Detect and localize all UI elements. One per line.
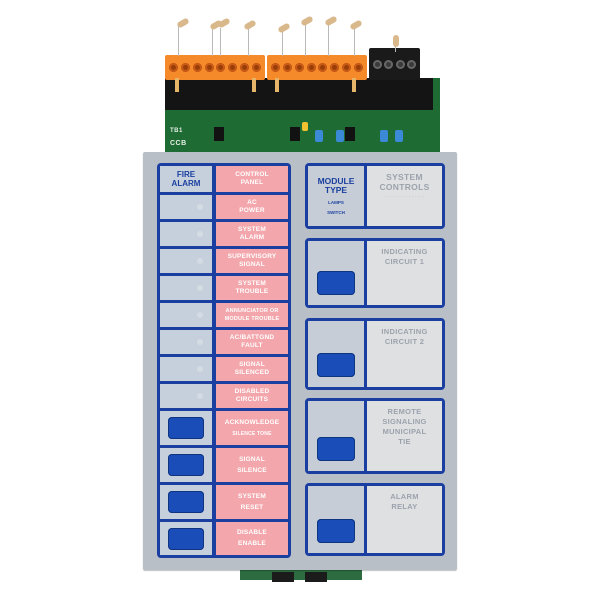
signal-silence-button[interactable] (168, 454, 204, 476)
system-reset-button[interactable] (168, 491, 204, 513)
transistor (345, 127, 355, 141)
capacitor-yellow (302, 122, 308, 131)
indicator-lamp (197, 393, 203, 399)
pin-header-strip (165, 78, 433, 110)
indicator-lamp (197, 285, 203, 291)
orange-terminal-block-1 (165, 55, 265, 80)
indicator-lamp (197, 204, 203, 210)
capacitor (380, 130, 388, 142)
capacitor (395, 130, 403, 142)
indicator-lamp (197, 312, 203, 318)
indicator-lamp (197, 231, 203, 237)
disable-enable-button[interactable] (168, 527, 204, 550)
silkscreen-label: CCB (170, 140, 187, 147)
orange-terminal-block-2 (267, 55, 367, 80)
ribbon-connector (240, 570, 362, 580)
connector-block (305, 572, 327, 582)
transistor (214, 127, 224, 141)
transistor (290, 127, 300, 141)
module-type-cell: MODULE TYPE LAMPS SWITCH (308, 166, 364, 226)
indicator-lamp (197, 339, 203, 345)
terminal-pin (175, 78, 179, 92)
header-row: FIRE ALARM CONTROL PANEL (160, 166, 288, 192)
resistor (393, 35, 399, 47)
terminal-pin (252, 78, 256, 92)
indicator-lamp (197, 366, 203, 372)
resistor (176, 17, 190, 29)
resistor (243, 19, 257, 31)
module-type-header: MODULE TYPE LAMPS SWITCH SYSTEM CONTROLS… (305, 163, 445, 229)
resistor (277, 22, 291, 34)
capacitor (336, 130, 344, 142)
connector-block (272, 572, 294, 582)
indicating-circuit-2-button[interactable] (317, 353, 355, 377)
black-terminal-block (369, 48, 420, 80)
indicating-circuit-1-button[interactable] (317, 271, 355, 295)
indicator-lamp (197, 258, 203, 264)
acknowledge-button[interactable] (168, 417, 204, 439)
silkscreen-label: TB1 (170, 128, 183, 134)
alarm-relay-button[interactable] (317, 519, 355, 543)
remote-signaling-button[interactable] (317, 437, 355, 461)
resistor (324, 15, 338, 27)
capacitor (315, 130, 323, 142)
terminal-pin (275, 78, 279, 92)
fire-alarm-header: FIRE ALARM (160, 166, 212, 192)
resistor (349, 19, 363, 31)
system-controls-cell: SYSTEM CONTROLS · · · · · · · · · · · · … (367, 166, 442, 226)
resistor (217, 17, 231, 29)
terminal-pin (352, 78, 356, 92)
resistor (300, 15, 314, 27)
control-panel-label: CONTROL PANEL (216, 166, 288, 192)
